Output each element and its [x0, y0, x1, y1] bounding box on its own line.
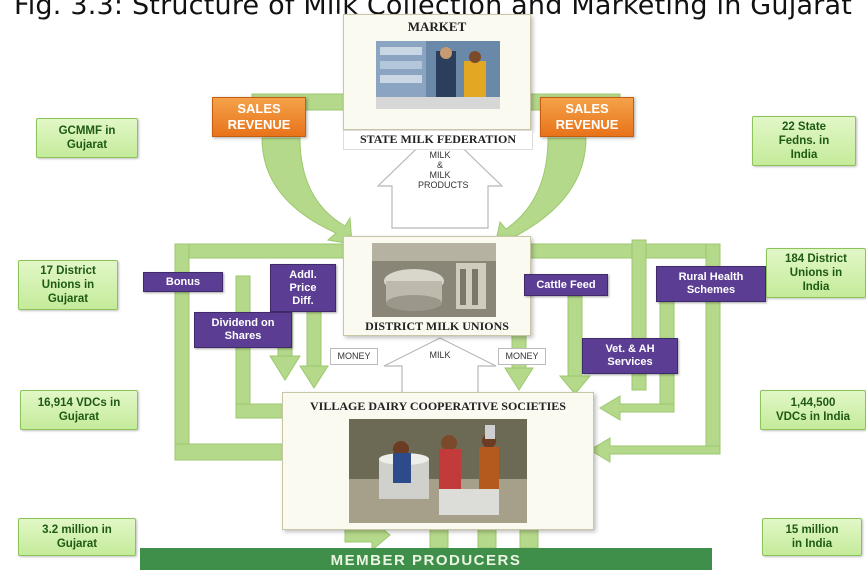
money-right-label: MONEY: [498, 348, 546, 365]
village-societies-label: VILLAGE DAIRY COOPERATIVE SOCIETIES: [310, 399, 566, 413]
state-fedns-india-box: 22 State Fedns. in India: [752, 116, 856, 166]
dairy-plant-photo: [372, 243, 496, 317]
market-photo: [376, 41, 500, 109]
bonus-box: Bonus: [143, 272, 223, 292]
gcmmf-gujarat-box: GCMMF in Gujarat: [36, 118, 138, 158]
village-societies-panel: VILLAGE DAIRY COOPERATIVE SOCIETIES: [282, 392, 594, 530]
page-title: Fig. 3.3: Structure of Milk Collection a…: [13, 0, 853, 21]
vdcs-india-box: 1,44,500 VDCs in India: [760, 390, 866, 430]
members-gujarat-box: 3.2 million in Gujarat: [18, 518, 136, 556]
members-india-box: 15 million in India: [762, 518, 862, 556]
district-unions-india-box: 184 District Unions in India: [766, 248, 866, 298]
dividend-shares-box: Dividend on Shares: [194, 312, 292, 348]
sales-revenue-left: SALES REVENUE: [212, 97, 306, 137]
cattle-feed-box: Cattle Feed: [524, 274, 608, 296]
vet-ah-services-box: Vet. & AH Services: [582, 338, 678, 374]
milk-products-label: MILK & MILK PRODUCTS: [418, 150, 469, 190]
milk-label: MILK: [429, 350, 451, 360]
sales-revenue-right: SALES REVENUE: [540, 97, 634, 137]
rural-health-box: Rural Health Schemes: [656, 266, 766, 302]
member-producers-bar: MEMBER PRODUCERS: [140, 548, 712, 570]
addl-price-diff-box: Addl. Price Diff.: [270, 264, 336, 312]
money-left-label: MONEY: [330, 348, 378, 365]
market-label: MARKET: [407, 19, 467, 34]
market-panel: MARKET: [343, 14, 531, 130]
state-federation-label: STATE MILK FEDERATION: [343, 130, 533, 150]
district-unions-gujarat-box: 17 District Unions in Gujarat: [18, 260, 118, 310]
vdcs-gujarat-box: 16,914 VDCs in Gujarat: [20, 390, 138, 430]
village-dairy-photo: [349, 419, 527, 523]
district-unions-label: DISTRICT MILK UNIONS: [365, 319, 509, 333]
district-unions-panel: DISTRICT MILK UNIONS: [343, 236, 531, 336]
